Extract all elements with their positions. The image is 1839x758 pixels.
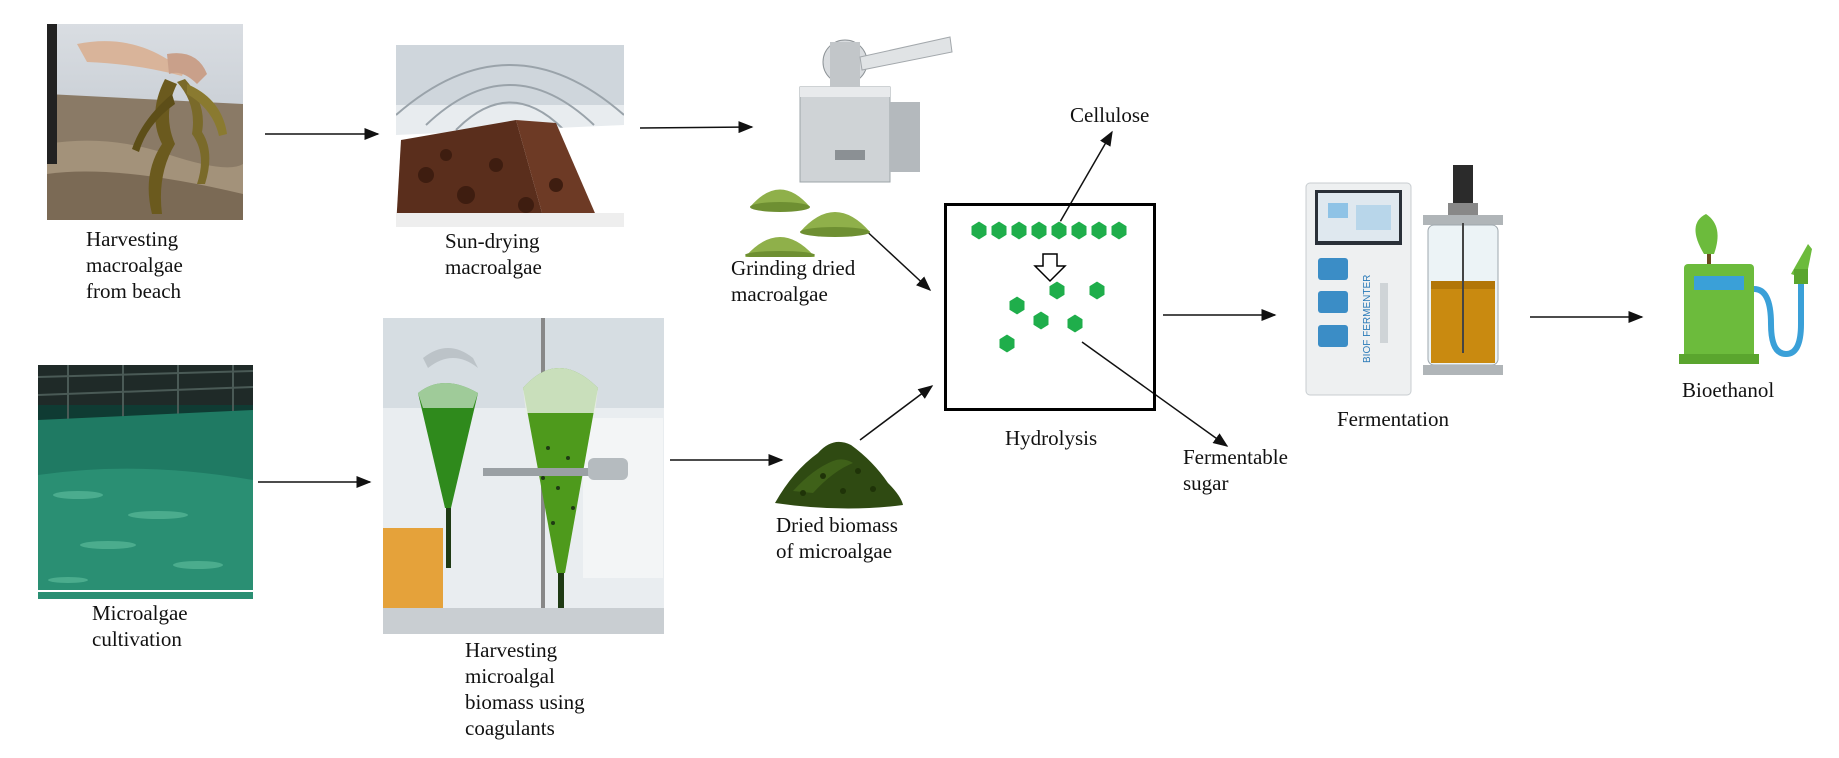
hexagon-molecules xyxy=(970,220,1128,354)
powder-pile-icon xyxy=(773,431,905,511)
fuel-pump-icon xyxy=(1676,214,1812,364)
label-fermentation: Fermentation xyxy=(1337,407,1449,431)
label-microalgae-cultivation: Microalgae cultivation xyxy=(92,601,188,651)
macroalgae-harvest-photo xyxy=(47,24,243,220)
label-hydrolysis: Hydrolysis xyxy=(1005,426,1098,450)
label-bioethanol: Bioethanol xyxy=(1682,378,1775,402)
separatory-funnel-photo xyxy=(383,318,664,634)
glucose-units xyxy=(998,280,1106,354)
label-dried-biomass: Dried biomass of microalgae xyxy=(776,513,898,563)
sun-drying-photo xyxy=(396,45,624,227)
arrow-drying-to-grinding xyxy=(639,121,754,134)
label-harvesting-microalgal: Harvesting microalgal biomass using coag… xyxy=(465,638,585,740)
label-sun-drying: Sun-drying macroalgae xyxy=(445,229,542,279)
arrow-hydrolysis-to-cellulose xyxy=(1059,130,1113,223)
grinder-machine-icon xyxy=(740,32,960,257)
label-cellulose: Cellulose xyxy=(1070,103,1150,127)
fermenter-brand-text: BIOF FERMENTER xyxy=(1362,275,1373,363)
label-fermentable-sugar: Fermentable sugar xyxy=(1183,445,1288,495)
label-harvesting-macroalgae: Harvesting macroalgae from beach xyxy=(86,227,183,303)
cellulose-chain xyxy=(970,220,1128,241)
fermenter-icon: BIOF FERMENTER xyxy=(1288,163,1526,398)
label-grinding: Grinding dried macroalgae xyxy=(731,256,856,306)
arrow-biomass-to-hydrolysis xyxy=(859,385,934,441)
down-arrow-icon xyxy=(1033,253,1067,283)
microalgae-cultivation-photo xyxy=(38,365,253,599)
arrow-grinding-to-hydrolysis xyxy=(859,224,932,292)
hydrolysis-box xyxy=(944,203,1156,411)
